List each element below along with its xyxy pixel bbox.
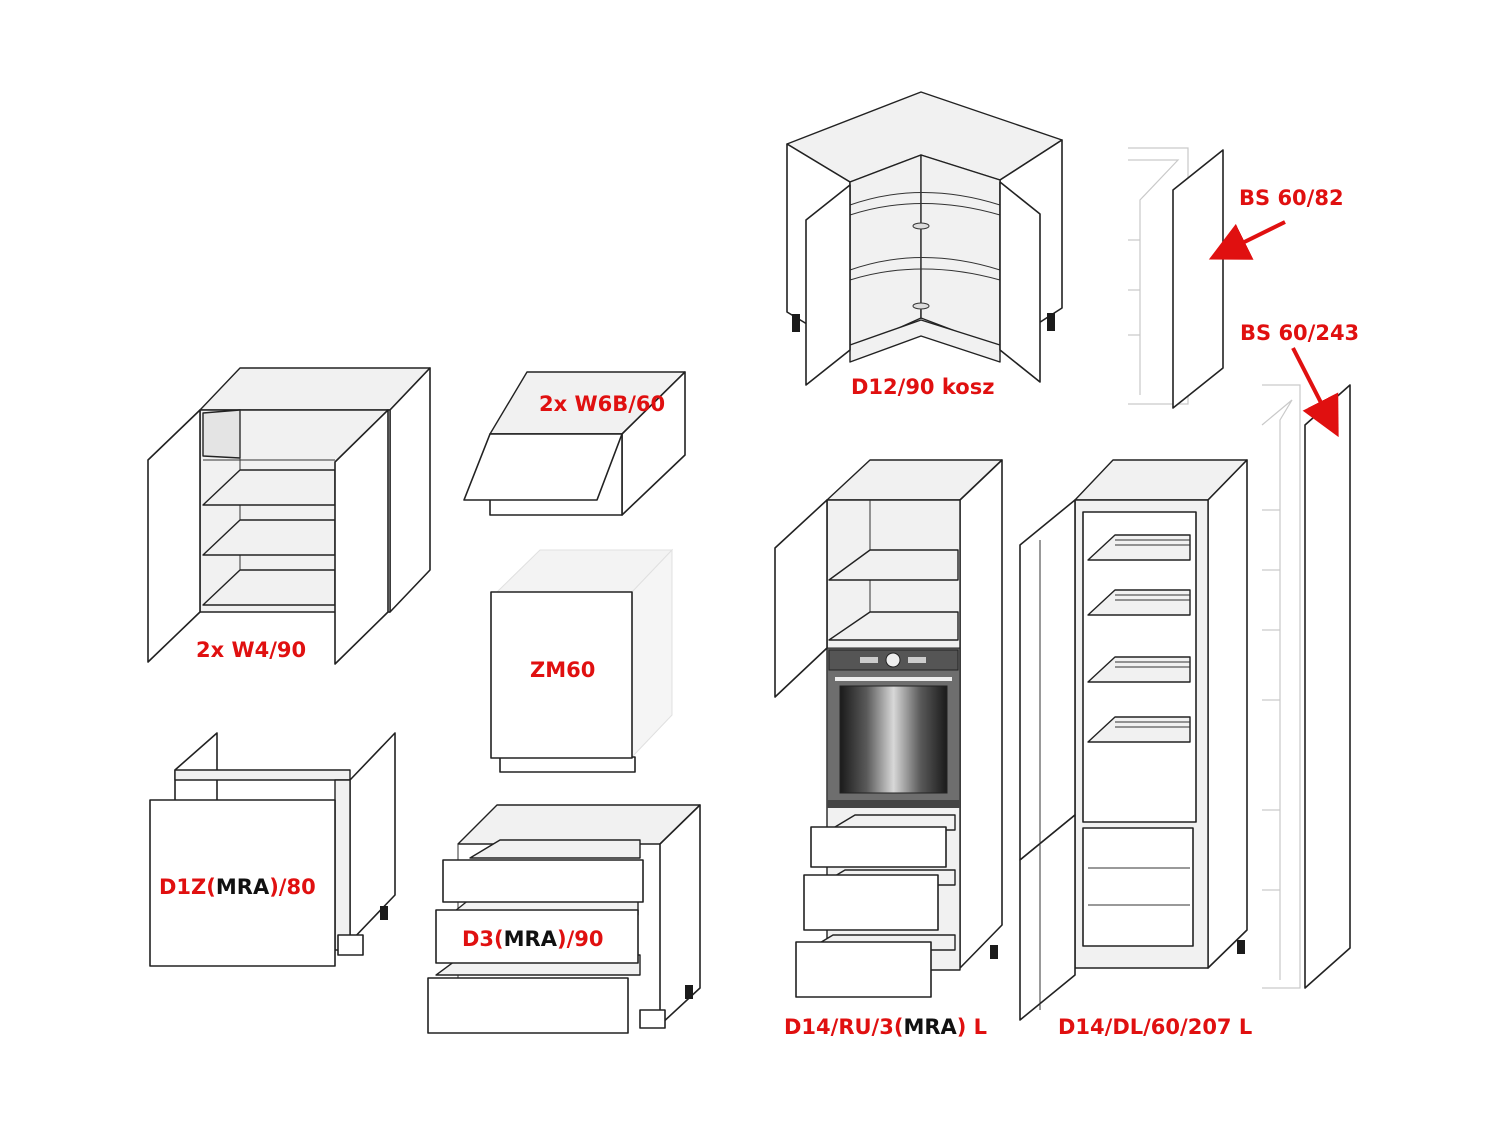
cabinet-d1z-80	[149, 732, 396, 967]
label-w4-90: 2x W4/90	[196, 638, 306, 662]
cabinet-w4-90	[147, 367, 431, 665]
label-w6b-60: 2x W6B/60	[539, 392, 665, 416]
label-d14-ru-3: D14/RU/3(MRA) L	[784, 1015, 987, 1039]
label-zm60: ZM60	[530, 658, 595, 682]
cabinet-w6b-60	[463, 371, 686, 516]
fridge-wire-shelves	[1087, 534, 1191, 743]
label-bs-60-82: BS 60/82	[1239, 186, 1344, 210]
cabinet-d12-90-corner	[786, 91, 1063, 386]
label-d1z-80: D1Z(MRA)/80	[159, 875, 316, 899]
label-bs-60-243: BS 60/243	[1240, 321, 1359, 345]
arrow-bs-60-82	[1208, 220, 1286, 260]
cabinet-d14-ru-3-tall	[774, 459, 1003, 998]
label-d12-90-kosz: D12/90 kosz	[851, 375, 994, 399]
side-panel-bs-60-243	[1261, 384, 1351, 989]
cabinet-d3-90	[427, 804, 701, 1034]
side-panel-bs-60-82	[1128, 147, 1224, 409]
cabinet-d14-dl-60-207	[1019, 459, 1248, 1021]
label-d14-dl-60-207: D14/DL/60/207 L	[1058, 1015, 1252, 1039]
label-d3-90: D3(MRA)/90	[462, 927, 603, 951]
panel-zm60	[490, 548, 674, 773]
arrow-bs-60-243	[1291, 347, 1339, 438]
